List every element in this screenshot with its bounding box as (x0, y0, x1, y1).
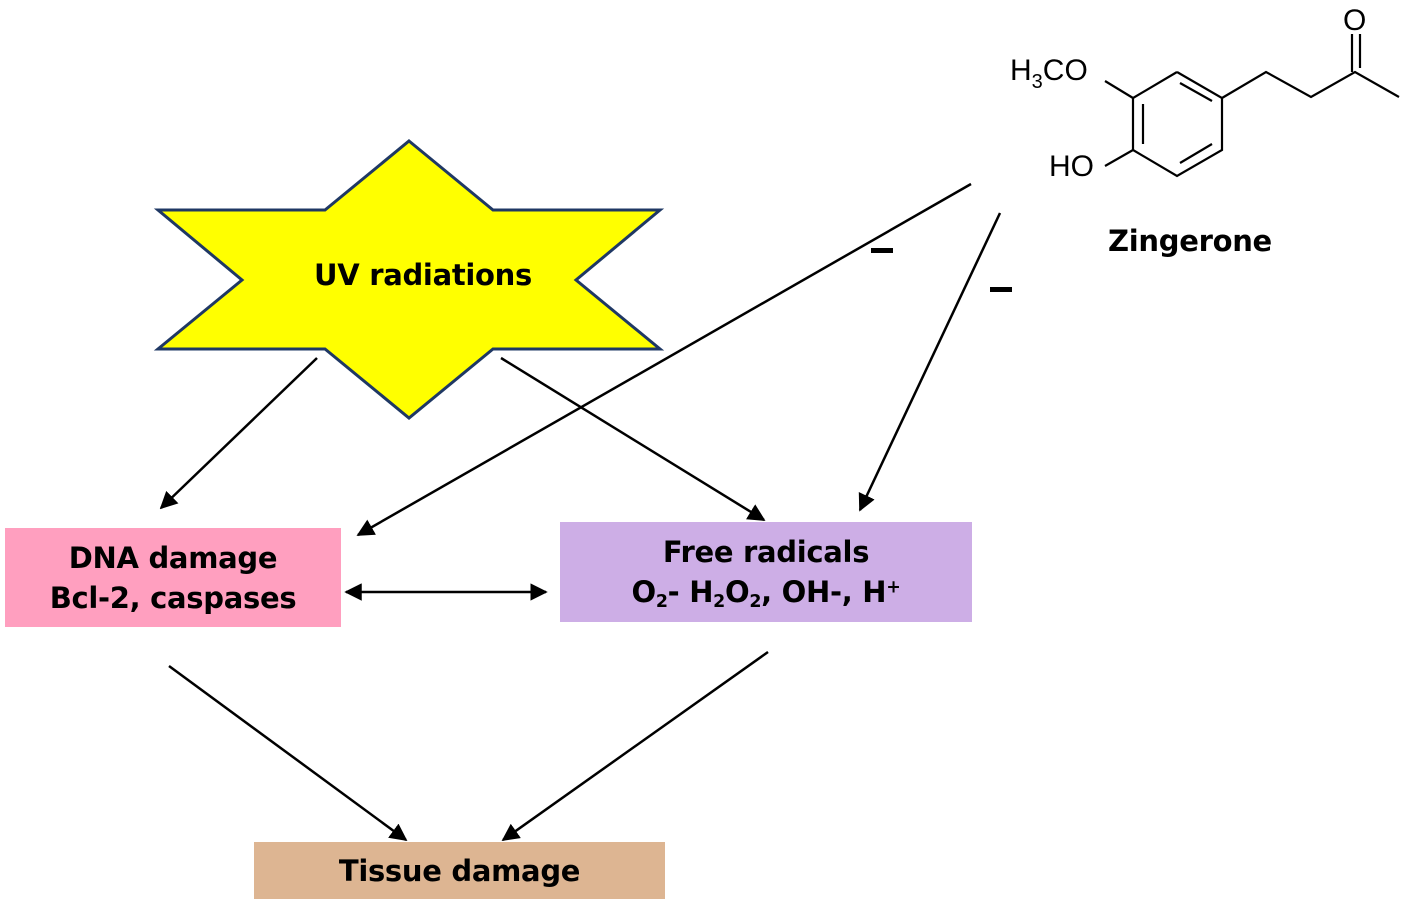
dna-damage-box: DNA damage Bcl-2, caspases (5, 528, 341, 627)
free-radicals-title: Free radicals (662, 535, 870, 569)
arrow-uv-to-free-radicals (500, 356, 766, 522)
zingerone-ketone-oxygen-label: O (1343, 4, 1366, 37)
inhibition-sign-1 (871, 248, 893, 253)
inhibition-line-zingerone-to-dna (356, 182, 972, 537)
tissue-damage-label: Tissue damage (338, 853, 581, 888)
inhibition-sign-2 (990, 287, 1012, 292)
zingerone-methoxy-label: H3CO (1010, 54, 1088, 93)
arrow-uv-to-dna (159, 357, 318, 510)
uv-radiations-label: UV radiations (314, 258, 532, 292)
dna-damage-title: DNA damage (68, 540, 278, 575)
dna-damage-markers: Bcl-2, caspases (49, 580, 297, 615)
tissue-damage-box: Tissue damage (254, 842, 665, 899)
dna-damage-box-bg (5, 528, 341, 627)
zingerone-structure (1104, 34, 1400, 178)
tissue-damage-box-bg (254, 842, 665, 899)
zingerone-label: Zingerone (1108, 224, 1272, 258)
inhibition-line-zingerone-to-free-radicals (858, 212, 1002, 512)
zingerone-hydroxy-label: HO (1049, 150, 1094, 183)
uv-star-shape (153, 139, 665, 420)
arrow-dna-to-tissue (168, 664, 408, 842)
free-radicals-species: O2- H2O2, OH-, H+ (631, 575, 901, 613)
arrow-free-radicals-to-tissue (501, 650, 769, 842)
free-radicals-box: Free radicals O2- H2O2, OH-, H+ (560, 522, 972, 622)
free-radicals-box-bg (560, 522, 972, 622)
